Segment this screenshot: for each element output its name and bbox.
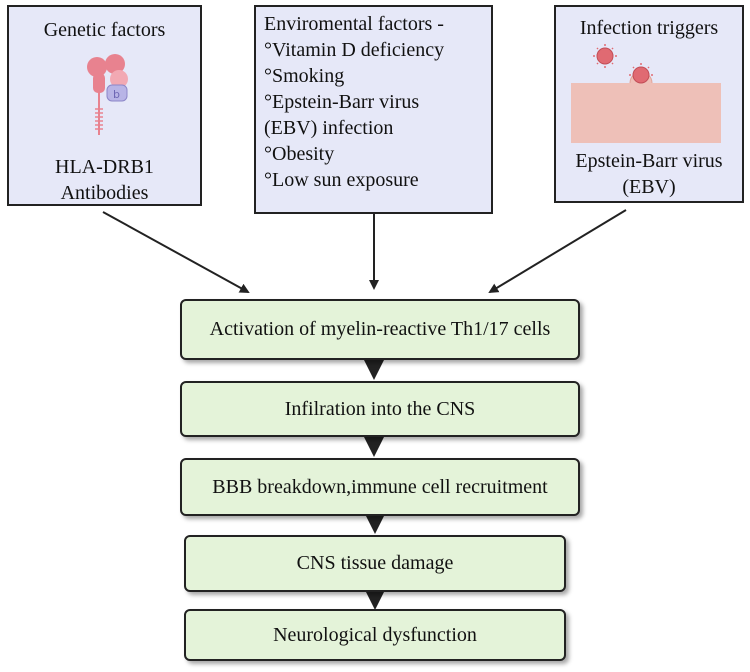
svg-text:b: b: [113, 88, 120, 101]
list-item: °Vitamin D deficiency: [264, 39, 445, 61]
antibodies-label: Antibodies: [60, 182, 149, 204]
flow-step-infiltration: Infilration into the CNS: [180, 381, 580, 437]
genetic-factors-title: Genetic factors: [43, 19, 166, 41]
list-item: (EBV) infection: [264, 117, 394, 139]
ebv-abbrev-label: (EBV): [622, 176, 676, 198]
flow-arrow-3: [366, 516, 384, 534]
virus-membrane-icon: [571, 44, 721, 143]
flow-step-label: BBB breakdown,immune cell recruitment: [212, 475, 548, 498]
flow-step-tissue-damage: CNS tissue damage: [184, 535, 566, 592]
flow-step-label: Infilration into the CNS: [284, 397, 476, 420]
arrow-genetic: [102, 211, 250, 293]
flow-arrow-1: [364, 360, 384, 380]
list-item: °Smoking: [264, 65, 345, 87]
flow-step-bbb-breakdown: BBB breakdown,immune cell recruitment: [180, 458, 580, 516]
genetic-factors-box: Genetic factors b HLA-DRB1 Antibodies: [7, 5, 202, 206]
flow-step-label: CNS tissue damage: [296, 552, 454, 574]
flow-arrow-2: [364, 437, 384, 457]
flow-step-label: Activation of myelin-reactive Th1/17 cel…: [209, 318, 551, 340]
environmental-factors-list: Enviromental factors - °Vitamin D defici…: [264, 11, 444, 193]
flow-arrow-4: [366, 592, 384, 610]
flow-step-neurological-dysfunction: Neurological dysfunction: [184, 609, 566, 661]
list-item: °Low sun exposure: [264, 169, 419, 191]
infection-triggers-title: Infection triggers: [579, 17, 719, 39]
hla-molecule-icon: b: [87, 54, 128, 135]
environmental-factors-box: Enviromental factors - °Vitamin D defici…: [254, 5, 493, 214]
flow-step-activation: Activation of myelin-reactive Th1/17 cel…: [180, 299, 580, 360]
infection-triggers-box: Infection triggers Epstein-Barr virus (E…: [554, 5, 744, 203]
ebv-label: Epstein-Barr virus: [575, 150, 723, 172]
arrow-infection: [488, 209, 627, 294]
list-item: °Obesity: [264, 143, 335, 165]
hla-drb1-label: HLA-DRB1: [55, 156, 154, 178]
flow-step-label: Neurological dysfunction: [273, 623, 477, 646]
list-item: °Epstein-Barr virus: [264, 91, 420, 113]
environmental-factors-title: Enviromental factors -: [264, 13, 444, 35]
